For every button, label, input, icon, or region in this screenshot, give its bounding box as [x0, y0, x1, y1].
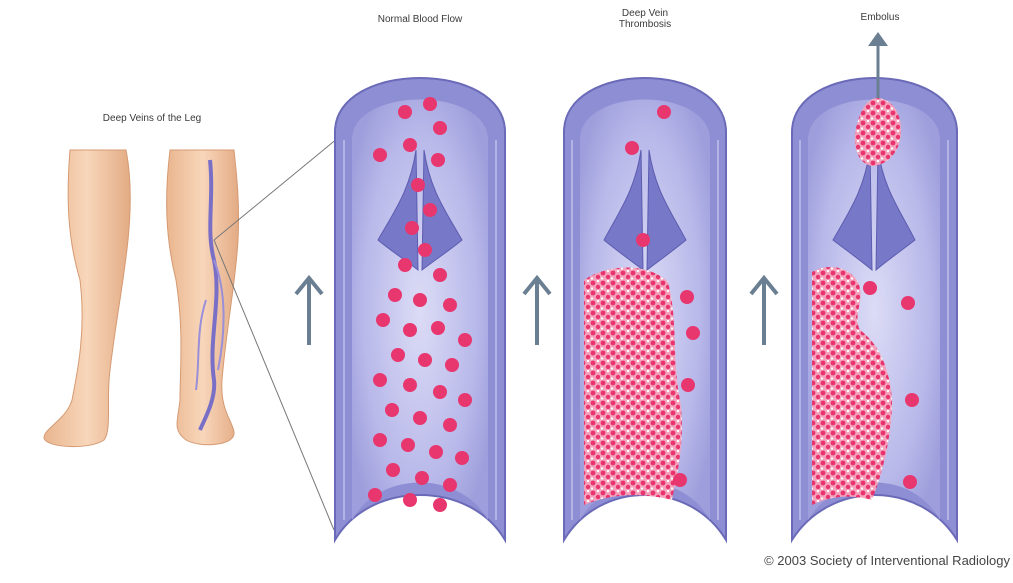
legs-illustration	[44, 138, 338, 530]
dvt-label-line1: Deep Vein	[565, 8, 725, 19]
legs-label: Deep Veins of the Leg	[62, 113, 242, 124]
normal-blood-flow-label: Normal Blood Flow	[340, 14, 500, 25]
vein-panel-dvt	[564, 78, 726, 540]
dvt-label: Deep Vein Thrombosis	[565, 8, 725, 30]
vein-panel-embolus	[792, 32, 957, 540]
copyright-text: © 2003 Society of Interventional Radiolo…	[560, 555, 1010, 566]
dvt-label-line2: Thrombosis	[565, 19, 725, 30]
right-leg	[167, 150, 239, 445]
flow-direction-arrow-icon	[751, 278, 777, 345]
flow-direction-arrow-icon	[296, 278, 322, 345]
embolus-label: Embolus	[800, 12, 960, 23]
vein-panel-normal	[335, 78, 505, 540]
flow-direction-arrow-icon	[524, 278, 550, 345]
left-leg	[44, 150, 130, 447]
thrombus	[584, 267, 682, 505]
